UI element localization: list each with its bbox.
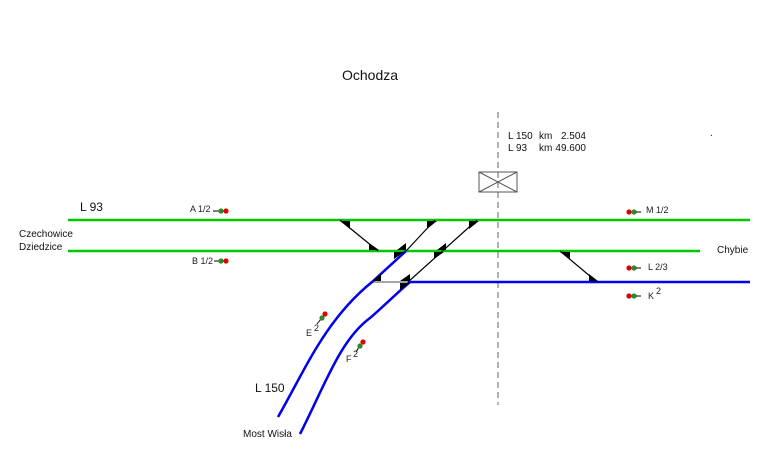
- station-name: Ochodza: [342, 67, 398, 83]
- direction-west-1: Czechowice: [19, 229, 73, 240]
- signal-A-label: A 1/2: [190, 204, 211, 214]
- signal-B: B 1/2: [192, 256, 229, 266]
- signal-A: A 1/2: [190, 204, 229, 214]
- signal-F-label: F: [346, 354, 352, 364]
- signal-E-label: E: [306, 328, 312, 338]
- signal-K-label: K: [648, 291, 654, 301]
- line-label-l93: L 93: [80, 200, 103, 214]
- signal-red-light: [223, 208, 229, 214]
- signal-L-label: L 2/3: [648, 262, 668, 272]
- line-label-l150: L 150: [255, 381, 285, 395]
- km-line1-unit: km: [539, 131, 552, 142]
- km-line2-name: L 93: [508, 143, 528, 154]
- km-line1-name: L 150: [508, 131, 533, 142]
- signal-M-label: M 1/2: [646, 205, 669, 215]
- signal-F-sup: 2: [353, 349, 358, 359]
- signal-F: F 2: [346, 339, 366, 364]
- signal-M: M 1/2: [626, 205, 669, 215]
- signal-L: L 2/3: [626, 262, 668, 272]
- track-l150-curve-2: [298, 281, 411, 435]
- signal-B-label: B 1/2: [192, 256, 213, 266]
- direction-south: Most Wisła: [243, 429, 292, 440]
- signal-E: E 2: [306, 311, 328, 338]
- switch-markers: [340, 221, 598, 290]
- km-line2-value: 49.600: [555, 143, 586, 154]
- signal-E-sup: 2: [314, 323, 319, 333]
- stray-dot: .: [710, 128, 713, 139]
- km-line2-unit: km: [539, 143, 552, 154]
- signal-K-sup: 2: [656, 286, 661, 296]
- direction-west-2: Dziedzice: [19, 242, 63, 253]
- direction-east: Chybie: [717, 245, 749, 256]
- signal-K: K 2: [626, 286, 661, 301]
- km-line1-value: 2.504: [561, 131, 586, 142]
- station-building-icon: [478, 171, 518, 193]
- track-l150-curve-1: [276, 250, 407, 418]
- signal-green-light: [218, 208, 224, 214]
